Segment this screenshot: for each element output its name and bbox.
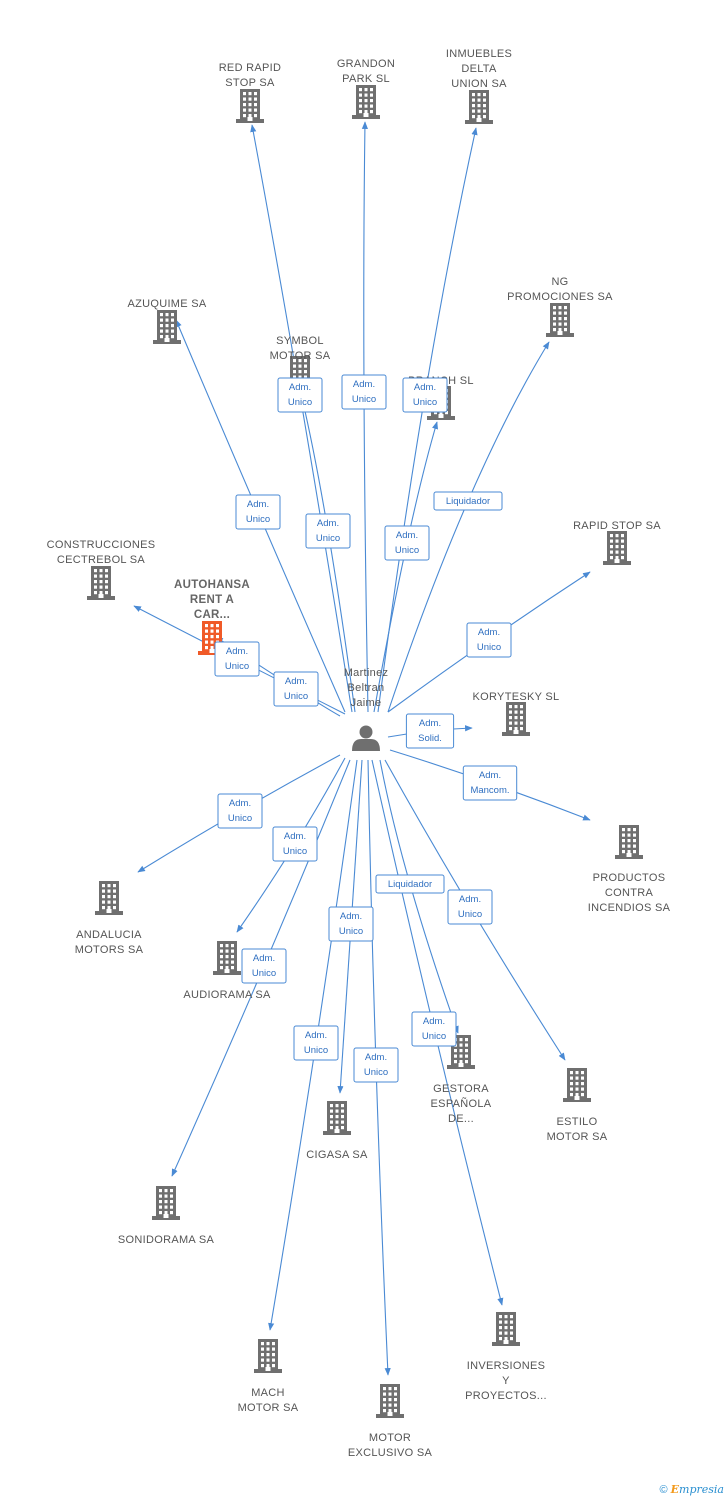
- edge-role-label[interactable]: Adm.Unico: [277, 377, 323, 413]
- building-icon[interactable]: [376, 1384, 404, 1418]
- building-icon[interactable]: [546, 303, 574, 337]
- edge-role-label[interactable]: Adm.Unico: [447, 889, 493, 925]
- edge-role-label[interactable]: Adm.Unico: [353, 1047, 399, 1083]
- edge-role-label[interactable]: Liquidador: [433, 491, 503, 511]
- copyright-symbol: ©: [659, 1484, 668, 1496]
- edge-role-text: Adm.Unico: [246, 499, 270, 525]
- company-label-azuquime-sa: AZUQUIME SA: [127, 298, 206, 310]
- building-icon[interactable]: [236, 89, 264, 123]
- edge-role-label[interactable]: Adm.Unico: [241, 948, 287, 984]
- footer-brand[interactable]: ©Empresia: [660, 1483, 724, 1496]
- brand-name: mpresia: [679, 1483, 724, 1496]
- brand-initial: E: [670, 1483, 680, 1496]
- edge-role-text: Adm.Unico: [284, 676, 308, 702]
- edge-role-text: Adm.Unico: [422, 1016, 446, 1042]
- edge-role-text: Adm.Mancom.: [470, 770, 509, 796]
- building-icon[interactable]: [153, 310, 181, 344]
- edge-role-text: Adm.Unico: [228, 798, 252, 824]
- edge-role-label[interactable]: Adm.Unico: [341, 374, 387, 410]
- edge-role-label[interactable]: Adm.Mancom.: [462, 765, 518, 801]
- edge-role-label[interactable]: Adm.Unico: [235, 494, 281, 530]
- edge-role-label[interactable]: Adm.Unico: [411, 1011, 457, 1047]
- edge-role-text: Adm.Unico: [283, 831, 307, 857]
- person-icon[interactable]: [352, 725, 380, 752]
- building-icon[interactable]: [352, 85, 380, 119]
- edge-role-text: Adm.Unico: [288, 382, 312, 408]
- building-icon[interactable]: [95, 881, 123, 915]
- edge-role-text: Adm.Unico: [458, 894, 482, 920]
- edge-role-text: Adm.Unico: [413, 382, 437, 408]
- edge-role-label[interactable]: Adm.Unico: [466, 622, 512, 658]
- edge-role-label[interactable]: Adm.Unico: [402, 377, 448, 413]
- edge-role-text: Adm.Solid.: [418, 718, 442, 744]
- edge-role-text: Adm.Unico: [364, 1052, 388, 1078]
- building-icon[interactable]: [465, 90, 493, 124]
- edge-gestora-espanola: [379, 759, 459, 1034]
- edge-role-text: Adm.Unico: [395, 530, 419, 556]
- edge-red-rapid-stop-sa: [250, 124, 353, 713]
- building-icon[interactable]: [492, 1312, 520, 1346]
- building-icon[interactable]: [603, 531, 631, 565]
- company-label-cigasa-sa: CIGASA SA: [306, 1149, 368, 1161]
- company-label-korytesky-sl: KORYTESKY SL: [473, 691, 560, 703]
- edge-role-label[interactable]: Adm.Unico: [328, 906, 374, 942]
- edge-role-label[interactable]: Adm.Unico: [384, 525, 430, 561]
- building-icon[interactable]: [213, 941, 241, 975]
- edge-grandon-park-sl: [361, 121, 369, 713]
- building-icon[interactable]: [502, 702, 530, 736]
- edge-role-label[interactable]: Adm.Unico: [217, 793, 263, 829]
- company-label-sonidorama-sa: SONIDORAMA SA: [118, 1234, 215, 1246]
- edge-role-text: Adm.Unico: [339, 911, 363, 937]
- edge-role-text: Adm.Unico: [352, 379, 376, 405]
- edge-role-label[interactable]: Adm.Unico: [272, 826, 318, 862]
- edge-role-text: Liquidador: [446, 496, 490, 507]
- edge-role-label[interactable]: Adm.Unico: [214, 641, 260, 677]
- edge-role-label[interactable]: Adm.Solid.: [405, 713, 455, 749]
- building-icon[interactable]: [254, 1339, 282, 1373]
- edge-role-text: Liquidador: [388, 879, 432, 890]
- building-icon[interactable]: [152, 1186, 180, 1220]
- building-icon[interactable]: [87, 566, 115, 600]
- edge-role-text: Adm.Unico: [316, 518, 340, 544]
- edge-role-label[interactable]: Liquidador: [375, 874, 445, 894]
- edge-role-text: Adm.Unico: [252, 953, 276, 979]
- building-icon[interactable]: [615, 825, 643, 859]
- building-icon[interactable]: [563, 1068, 591, 1102]
- company-label-rapid-stop-sa: RAPID STOP SA: [573, 520, 661, 532]
- edge-role-text: Adm.Unico: [225, 646, 249, 672]
- company-label-audiorama-sa: AUDIORAMA SA: [183, 989, 271, 1001]
- edge-role-label[interactable]: Adm.Unico: [293, 1025, 339, 1061]
- edge-role-label[interactable]: Adm.Unico: [273, 671, 319, 707]
- building-icon[interactable]: [323, 1101, 351, 1135]
- edge-role-text: Adm.Unico: [304, 1030, 328, 1056]
- edge-role-text: Adm.Unico: [477, 627, 501, 653]
- edge-role-label[interactable]: Adm.Unico: [305, 513, 351, 549]
- edge-symbol-motor-sa: [300, 397, 356, 713]
